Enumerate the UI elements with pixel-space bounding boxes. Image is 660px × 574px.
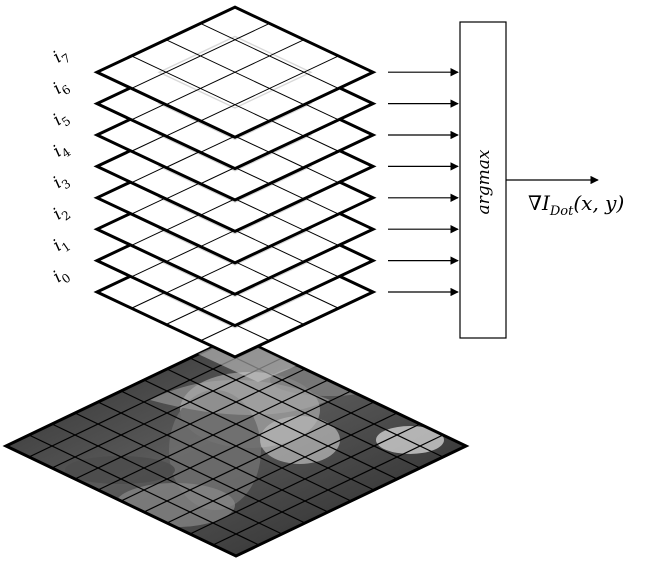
output-subscript: Dot — [549, 204, 574, 219]
layer-7: i7 — [49, 5, 377, 139]
output-args: (x, y) — [573, 191, 624, 215]
argmax-label: argmax — [474, 149, 494, 214]
layer-label-4: i4 — [49, 137, 73, 164]
input-arrows — [388, 67, 459, 297]
output-label: ∇IDot(x, y) — [528, 191, 624, 219]
layer-label-5: i5 — [49, 106, 73, 132]
layer-label-6: i6 — [49, 75, 73, 101]
layer-stack: i0 i1 i2 i3 i4 i5 i6 i7 — [49, 5, 377, 359]
layer-label-7: i7 — [49, 43, 73, 69]
output-symbol: ∇I — [528, 191, 551, 215]
layer-label-3: i3 — [49, 169, 73, 195]
argmax-box: argmax — [459, 21, 507, 339]
layer-label-1: i1 — [49, 232, 73, 258]
layer-label-2: i2 — [49, 200, 73, 226]
layer-label-0: i0 — [49, 263, 73, 289]
